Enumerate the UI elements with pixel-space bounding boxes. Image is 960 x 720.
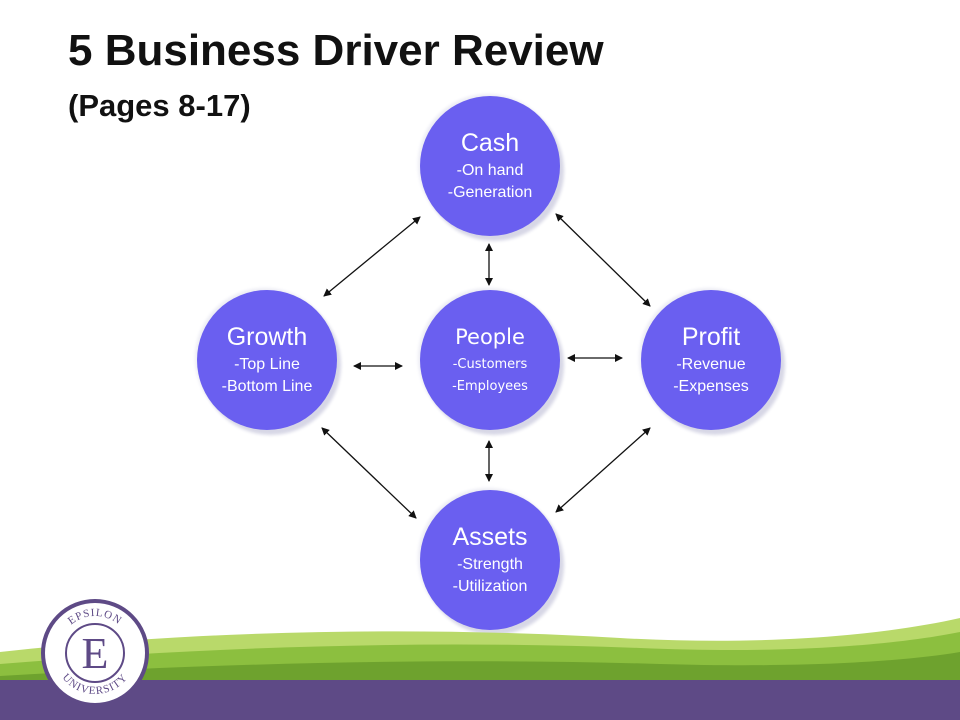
slide-subtitle: (Pages 8-17) — [68, 88, 251, 123]
node-growth-line-1: -Top Line — [234, 356, 300, 373]
node-profit-title: Profit — [681, 323, 741, 351]
node-growth-title: Growth — [226, 323, 308, 351]
node-assets-title: Assets — [452, 523, 528, 551]
arrow-growth-cash — [323, 216, 421, 297]
svg-text:E: E — [82, 629, 109, 678]
node-people-title: People — [455, 325, 525, 349]
node-people: People -Customers -Employees — [420, 290, 560, 430]
epsilon-university-seal-logo: EPSILON UNIVERSITY E — [41, 599, 149, 707]
arrow-profit-assets — [555, 427, 651, 513]
node-profit-line-1: -Revenue — [676, 356, 746, 373]
node-growth-line-2: -Bottom Line — [221, 378, 313, 395]
node-profit: Profit -Revenue -Expenses — [641, 290, 781, 430]
node-cash: Cash -On hand -Generation — [420, 96, 560, 236]
arrow-cash-profit — [555, 213, 651, 307]
node-people-line-1: -Customers — [452, 357, 528, 372]
slide-title: 5 Business Driver Review — [68, 26, 604, 75]
node-assets-line-1: -Strength — [457, 556, 523, 573]
purple-footer-bar — [0, 680, 960, 720]
node-assets: Assets -Strength -Utilization — [420, 490, 560, 630]
green-swoosh-shadow — [0, 652, 960, 684]
node-profit-line-2: -Expenses — [673, 378, 749, 395]
arrow-growth-assets — [321, 427, 417, 519]
node-cash-line-2: -Generation — [447, 184, 533, 201]
node-growth: Growth -Top Line -Bottom Line — [197, 290, 337, 430]
node-people-line-2: -Employees — [452, 379, 528, 394]
node-assets-line-2: -Utilization — [452, 578, 528, 595]
node-cash-title: Cash — [460, 129, 520, 157]
node-cash-line-1: -On hand — [456, 162, 524, 179]
